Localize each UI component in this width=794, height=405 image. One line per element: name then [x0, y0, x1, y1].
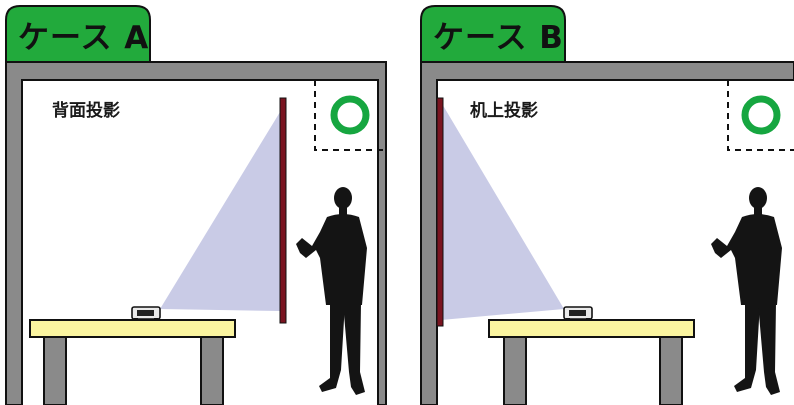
- case-a-tab: [5, 5, 151, 63]
- case-a-table: [29, 319, 236, 405]
- case-a-dashed-box: [314, 80, 384, 151]
- case-a-panel: [5, 5, 387, 405]
- case-a-screen: [279, 97, 287, 324]
- case-a-room: [5, 61, 387, 405]
- case-a-light-beam: [160, 112, 280, 311]
- case-b-light-beam: [441, 102, 564, 320]
- case-b-table: [488, 319, 695, 405]
- case-b-projector-icon: [563, 306, 593, 320]
- case-a-caption: 背面投影: [52, 101, 120, 121]
- case-b-tab: [420, 5, 566, 63]
- case-b-ok-circle-icon: [741, 95, 781, 135]
- case-a-title: ケース A: [18, 19, 150, 56]
- case-b-room: [420, 61, 794, 405]
- case-a-ok-circle-icon: [330, 95, 370, 135]
- case-a-person-icon: [296, 187, 367, 395]
- case-b-title: ケース B: [433, 19, 564, 56]
- case-b-person-icon: [711, 187, 782, 395]
- case-b-screen: [436, 97, 444, 327]
- case-b-caption: 机上投影: [470, 101, 538, 121]
- case-b-panel: [420, 5, 794, 405]
- case-b-dashed-box: [727, 80, 794, 151]
- case-a-projector-icon: [131, 306, 161, 320]
